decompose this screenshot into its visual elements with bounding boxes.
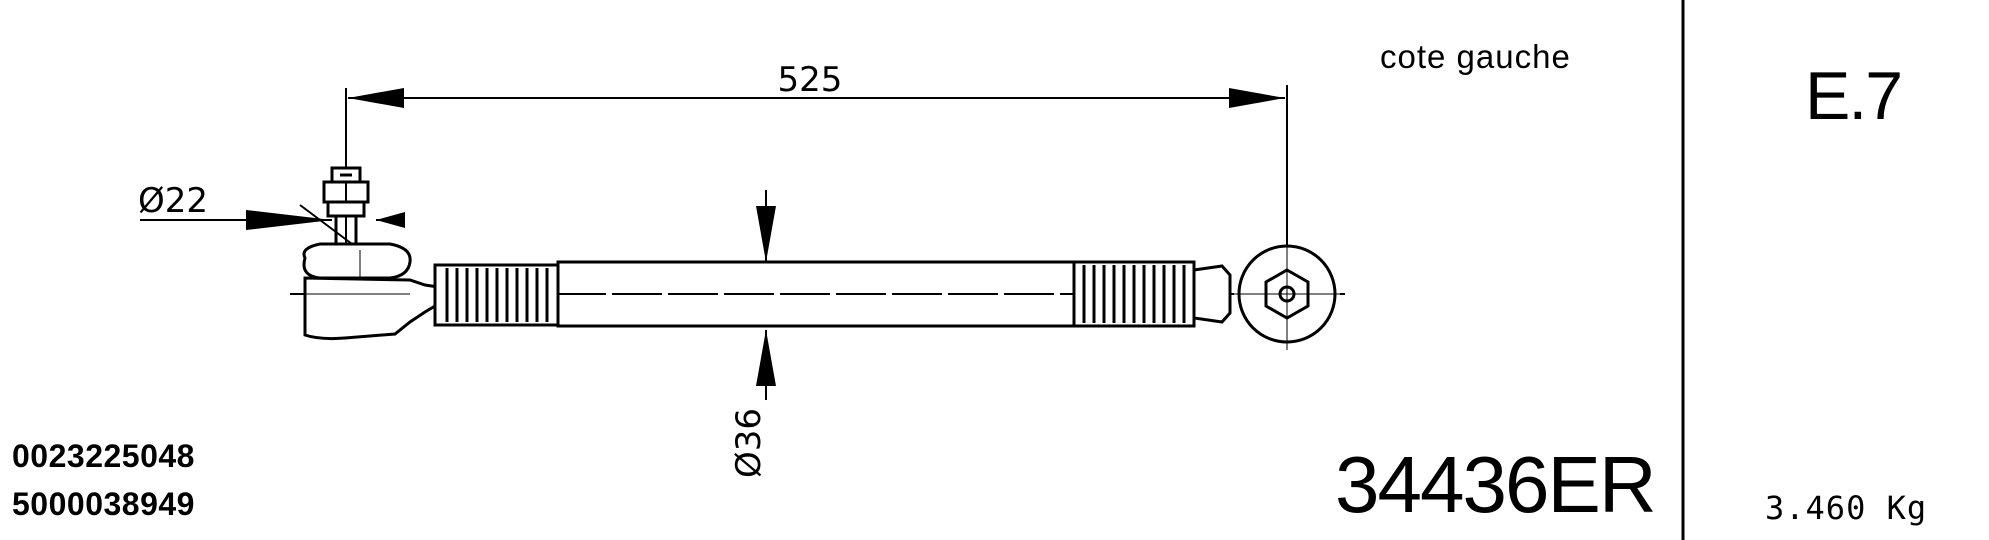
ball-stud xyxy=(322,166,370,250)
reference-number: 5000038949 xyxy=(12,486,195,522)
length-label: 525 xyxy=(778,60,843,100)
reference-number: 0023225048 xyxy=(12,438,195,474)
weight-label: 3.460 Kg xyxy=(1765,489,1928,527)
length-dimension: 525 xyxy=(348,60,1285,108)
left-thread xyxy=(433,263,560,327)
tube-diameter-label: Ø36 xyxy=(729,408,769,478)
left-socket-housing xyxy=(302,242,447,341)
tube-diameter-dimension: Ø36 xyxy=(729,190,776,478)
side-label: cote gauche xyxy=(1380,38,1571,75)
part-number: 34436ER xyxy=(1335,440,1657,529)
sheet-code: E.7 xyxy=(1805,58,1903,134)
right-thread xyxy=(1072,260,1196,328)
stud-diameter-label: Ø22 xyxy=(138,181,208,221)
stud-diameter-dimension: Ø22 xyxy=(138,181,405,251)
